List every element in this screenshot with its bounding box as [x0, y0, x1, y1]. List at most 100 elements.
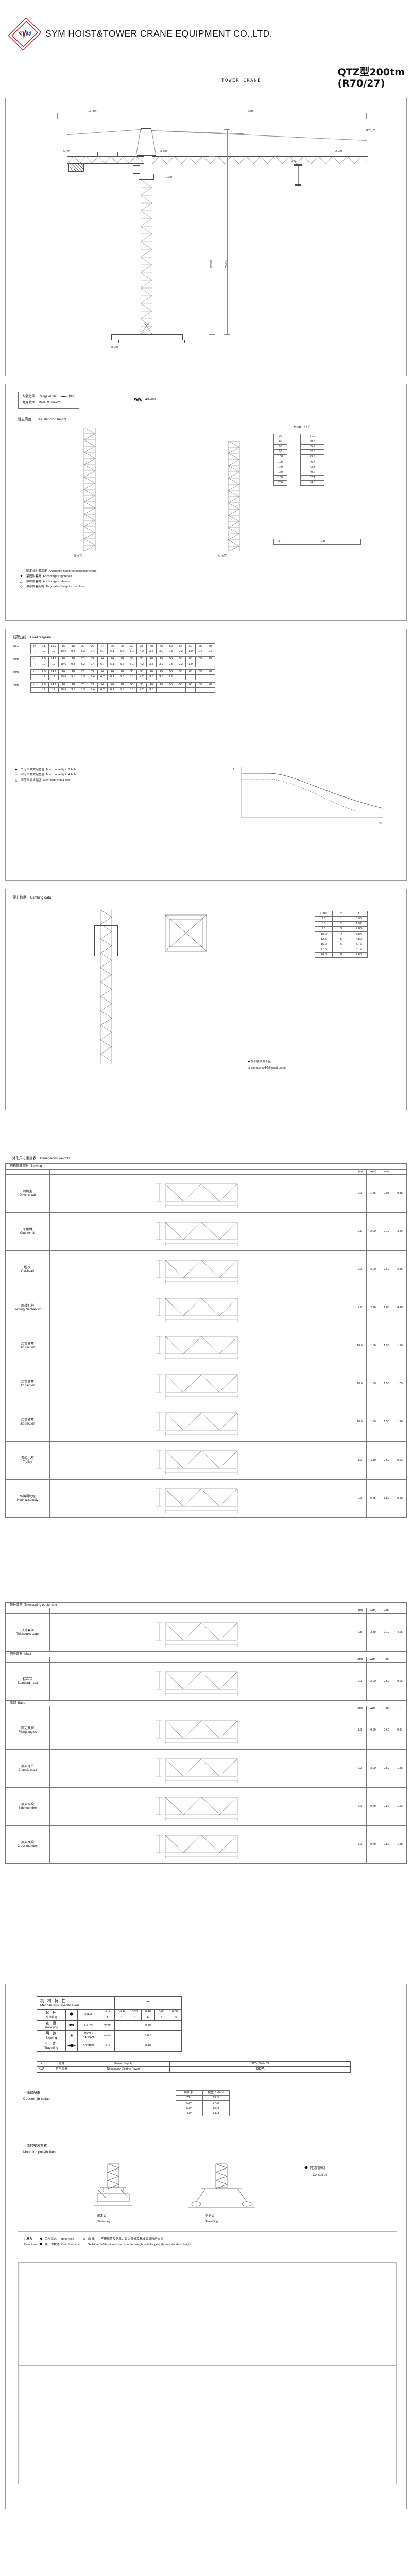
dim-row-en: Hook assembly — [16, 1498, 38, 1502]
climbing-cell: 3 — [332, 926, 350, 932]
self-load-en: Self-load — [88, 2243, 100, 2246]
free-height-h: 20 — [273, 434, 287, 439]
dim-row-en: Trolley — [23, 1460, 32, 1464]
power-supply-en: Power Supply — [77, 2061, 170, 2067]
legend-symbol: △ — [20, 580, 23, 584]
load-radius-cell: 16 — [58, 656, 68, 662]
dim-row-value: 0.60 — [379, 1441, 393, 1480]
dim-row-drawing — [49, 1825, 353, 1865]
dim-row-cn: 起重臂节 — [21, 1418, 34, 1422]
load-radius-cell: 26 — [107, 643, 117, 649]
dimensions-en: Dimensions weights — [40, 1157, 71, 1160]
load-radius-cell: 18 — [68, 682, 78, 688]
dim-row-value: 1.55 — [379, 1403, 393, 1442]
mast-label-en: Mast — [38, 401, 45, 405]
load-value-cell: 4.2 — [136, 687, 147, 693]
mech-speed-cell: 0-4.8 — [114, 2009, 128, 2015]
dim-row-drawing — [49, 1403, 353, 1442]
dim-row-en: Driver's cab — [19, 1193, 36, 1197]
mech-motor: 9SVF / 14.5SVT — [77, 2030, 100, 2042]
dim-group-en: Telescoping equipment — [24, 1603, 57, 1607]
mech-load-cell: 6 — [127, 2014, 142, 2021]
load-radius-cell: 70 — [205, 682, 215, 688]
dim-header-blank — [5, 1608, 50, 1614]
load-value-cell: 8.3 — [78, 674, 88, 680]
range-title-en: Range of Jib — [38, 395, 56, 398]
load-radius-cell: 40 — [146, 656, 157, 662]
mech-title-en: Mechanisms specification — [40, 2003, 79, 2007]
load-value-cell: 3.5 — [146, 674, 157, 680]
travelling-label-cn: 行走式 — [218, 554, 227, 557]
mast-truss — [141, 180, 152, 334]
legend-en: To greatest height, consult us — [46, 585, 85, 589]
dim-header-cell: t — [392, 1657, 407, 1663]
dim-row-value: 2.10 — [379, 1212, 393, 1251]
dim-row-value: 1.55 — [392, 1749, 407, 1788]
mounting-heading: 可能的安装方式 — [23, 2143, 47, 2148]
dim-row-cn: 平衡臂 — [23, 1227, 32, 1231]
mounting-option-cn: 固定式 — [97, 2215, 106, 2218]
mounting-option-cn: 同我们协商 — [310, 2166, 325, 2170]
svg-text:m: m — [379, 821, 382, 825]
dim-row-value: 7.60 — [379, 1250, 393, 1290]
climbing-cell: 3.84 — [350, 931, 368, 937]
mech-speed-cell: 0-60 — [154, 2009, 168, 2015]
load-value-cell: 12 — [39, 674, 49, 680]
triangle-bar-icon: ◤◣◤◣ — [134, 398, 143, 401]
load-value-cell: 3.0 — [156, 648, 166, 654]
load-note-en: Max. capacity in 2 falls — [46, 768, 76, 771]
kva-value: 83KVA — [169, 2066, 351, 2073]
dim-group-en: Base — [18, 1701, 25, 1705]
unit-load: t — [30, 648, 39, 654]
dim-counterjib: 5.4m — [63, 150, 71, 153]
dim-row-value: 0.96 — [392, 1662, 407, 1701]
load-radius-cell: 18 — [68, 656, 78, 662]
load-value-cell: 10.6 — [58, 674, 68, 680]
load-radius-cell: 45 — [156, 669, 166, 675]
load-radius-cell: 65 — [195, 682, 205, 688]
dim-header-cell: W(m) — [366, 1608, 380, 1614]
mech-name-en: Slewing — [45, 2036, 57, 2040]
dim-header-cell: L(m) — [352, 1706, 367, 1712]
load-value-cell: 2.6 — [166, 648, 176, 654]
mech-speed-cell: 0-80 — [167, 2009, 182, 2015]
load-value-cell — [205, 661, 215, 667]
climbing-cell: 20.0 — [315, 952, 333, 958]
load-radius-cell: 35 — [136, 643, 147, 649]
travel-icon: ◀⬤▶ — [65, 2041, 78, 2052]
dim-row-value: 1.60 — [366, 1365, 380, 1404]
legend-en: Anchorages tightened — [43, 575, 72, 579]
load-value-cell: 8.3 — [78, 661, 88, 667]
climbing-cell: 1 — [332, 916, 350, 922]
load-radius-cell: 20 — [78, 669, 88, 675]
climbing-mast-graphic — [98, 909, 114, 1065]
in-service-cn: 工作状态 — [44, 2238, 57, 2241]
climbing-cell: 2 — [332, 921, 350, 927]
travelling-label: 行走式 — [218, 553, 227, 557]
dim-row-cn: 底架纵梁 — [21, 1802, 34, 1806]
dim-row-drawing — [49, 1365, 353, 1404]
load-radius-cell: 50 — [166, 669, 176, 675]
label-model-radius: R70/27 — [366, 129, 376, 132]
climbing-cell: 1.92 — [350, 921, 368, 927]
dim-row-en: Jib section — [20, 1346, 35, 1349]
dim-row-value: 2.05 — [379, 1174, 393, 1213]
mech-speed-cell: 0-20 — [127, 2009, 142, 2015]
mounting-stationary-graphic — [83, 2162, 145, 2211]
out-service-en: Out of service — [61, 2243, 80, 2246]
load-value-cell: 6.7 — [97, 661, 108, 667]
self-load-note-en: Without load and counter-weight with lon… — [100, 2243, 192, 2246]
mech-name-en: Trolleying — [44, 2025, 58, 2029]
dim-row-value: 2.50 — [379, 1662, 393, 1701]
